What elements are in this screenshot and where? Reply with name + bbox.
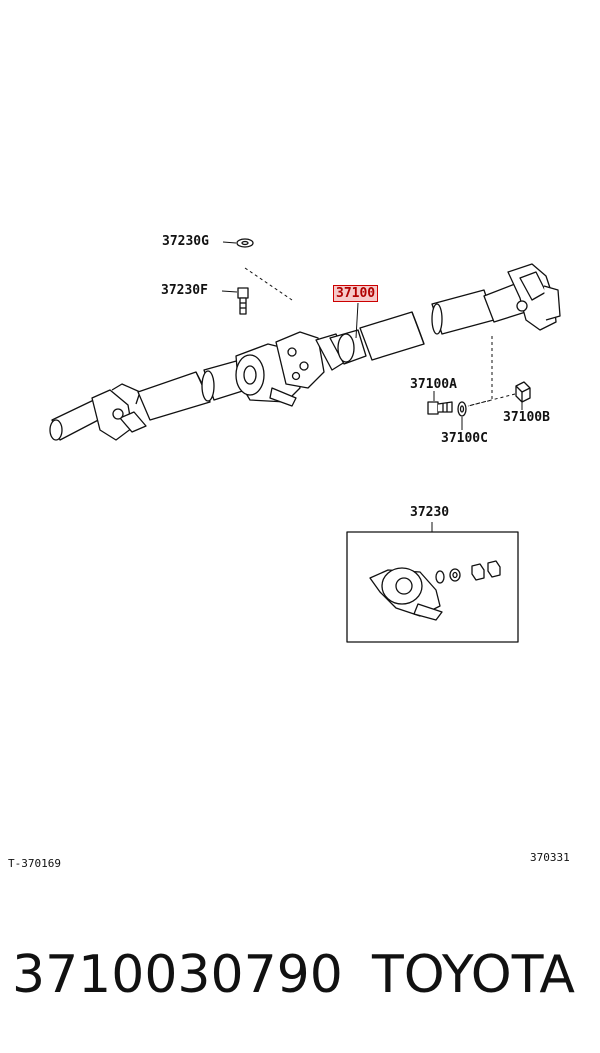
label-37100-highlighted[interactable]: 37100 [333, 285, 379, 302]
washer-37230G-drawing [236, 238, 254, 248]
label-37100C: 37100C [441, 431, 488, 446]
intermediate-universal-joint [275, 329, 367, 389]
label-37100A: 37100A [410, 377, 457, 392]
bolt-37100A-drawing [427, 401, 453, 415]
brand-name: TOYOTA [372, 945, 575, 1005]
kit-37230-box [346, 531, 519, 643]
diagram-code-right: 370331 [530, 851, 570, 864]
bolt-37230F-drawing [237, 287, 249, 315]
rear-yoke-flange [483, 263, 561, 331]
washer-37100C-drawing [457, 401, 467, 417]
diagram-code-left: T-370169 [8, 857, 61, 870]
nut-37100B-drawing [515, 381, 531, 403]
part-number: 3710030790 [12, 945, 343, 1005]
front-shaft-tube [137, 359, 253, 421]
label-37230: 37230 [410, 505, 450, 520]
front-yoke [49, 383, 147, 441]
propeller-shaft-diagram [49, 238, 561, 643]
rear-shaft-tube [359, 289, 495, 361]
label-37230F: 37230F [161, 283, 208, 298]
label-37230G: 37230G [162, 234, 209, 249]
label-37100B: 37100B [503, 410, 550, 425]
